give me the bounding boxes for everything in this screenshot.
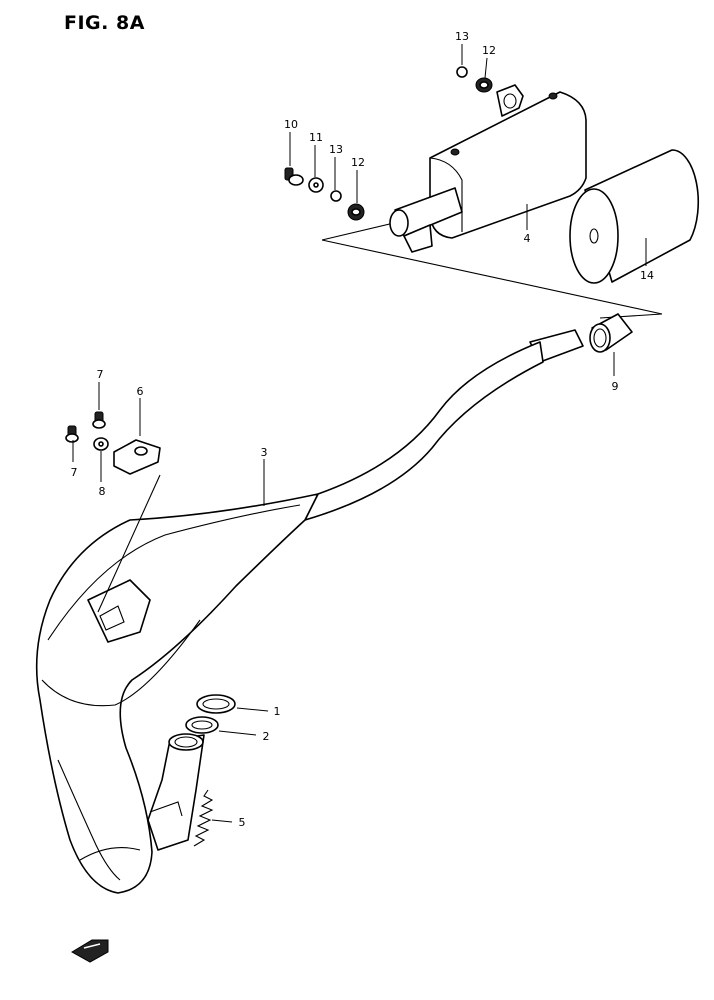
spring-part-5 bbox=[193, 789, 214, 847]
callout-7-upper: 7 bbox=[97, 368, 104, 381]
callout-2: 2 bbox=[263, 730, 270, 743]
connector-part-9 bbox=[589, 313, 633, 353]
callout-8: 8 bbox=[99, 485, 106, 498]
callout-4: 4 bbox=[524, 232, 531, 245]
callout-labels: 13 12 10 11 13 12 4 14 9 7 6 7 8 3 1 2 5 bbox=[71, 30, 655, 829]
exhaust-header-neck bbox=[147, 733, 205, 851]
muffler-packing-part-14 bbox=[569, 149, 700, 284]
callout-11: 11 bbox=[309, 131, 323, 144]
callout-13-top: 13 bbox=[455, 30, 469, 43]
muffler-hardware bbox=[284, 66, 493, 221]
figure-title: FIG. 8A bbox=[64, 12, 145, 34]
callout-9: 9 bbox=[612, 380, 619, 393]
exhaust-pipe-part-3 bbox=[35, 329, 584, 894]
callout-leaders bbox=[72, 44, 647, 823]
bolts-part-7 bbox=[65, 411, 106, 443]
callout-13-left: 13 bbox=[329, 143, 343, 156]
callout-1: 1 bbox=[274, 705, 281, 718]
callout-6: 6 bbox=[137, 385, 144, 398]
callout-3: 3 bbox=[261, 446, 268, 459]
callout-12-left: 12 bbox=[351, 156, 365, 169]
callout-5: 5 bbox=[239, 816, 246, 829]
callout-10: 10 bbox=[284, 118, 298, 131]
bracket-part-6 bbox=[97, 439, 161, 613]
silencer-part-4 bbox=[389, 84, 587, 253]
direction-arrow-icon bbox=[71, 939, 109, 963]
callout-14: 14 bbox=[640, 269, 654, 282]
washer-part-8 bbox=[93, 437, 109, 451]
callout-7-lower: 7 bbox=[71, 466, 78, 479]
callout-12-top: 12 bbox=[482, 44, 496, 57]
gasket-part-2 bbox=[185, 716, 219, 734]
gasket-part-1 bbox=[196, 694, 236, 714]
